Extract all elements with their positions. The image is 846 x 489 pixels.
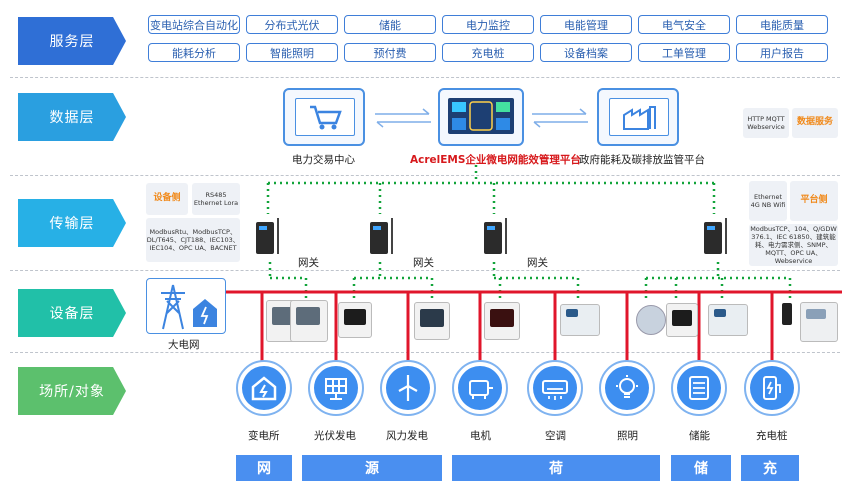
data-protocols: HTTP MQTT Webservice [743,108,789,138]
exchange-arrows-icon [375,108,431,128]
multifunction-meter-icon [484,302,520,340]
power-meter-icon [414,302,450,340]
scene-ac[interactable] [527,360,583,416]
battery-cabinet-icon [689,376,709,400]
scene-label: 空调 [545,430,566,442]
scene-label: 光伏发电 [314,430,356,442]
din-rail-meter-icon [560,304,600,336]
gateway-device-icon [484,218,507,254]
layer-separator [10,352,840,353]
gateway-device-icon [256,218,279,254]
service-item[interactable]: 电力监控 [442,15,534,34]
scene-label: 变电所 [248,430,280,442]
gateway-label: 网关 [298,257,319,269]
layer-tab-service: 服务层 [18,17,126,65]
solar-panel-icon [325,378,347,400]
service-item[interactable]: 能耗分析 [148,43,240,62]
service-item[interactable]: 分布式光伏 [246,15,338,34]
scene-label: 储能 [689,430,710,442]
grid-label: 大电网 [168,339,200,351]
power-bus [206,290,842,362]
service-item[interactable]: 电气安全 [638,15,730,34]
exchange-arrows-icon [532,108,588,128]
service-item[interactable]: 设备档案 [540,43,632,62]
category-charging: 充 [741,455,799,481]
layer-separator [10,77,840,78]
grid-box [146,278,226,334]
factory-icon [623,106,656,130]
scene-substation[interactable] [236,360,292,416]
smoke-sensor-icon [636,305,666,335]
scene-motor[interactable] [452,360,508,416]
light-bulb-icon [616,375,638,398]
house-bolt-icon [251,376,277,401]
gov-platform-label: 政府能耗及碳排放监管平台 [579,154,705,166]
category-grid: 网 [236,455,292,481]
scene-storage[interactable] [671,360,727,416]
din-rail-meter-icon [708,304,748,336]
gov-platform-monitor [597,88,679,146]
protection-relay-icon [290,300,328,342]
scene-solar[interactable] [308,360,364,416]
platform-side-tag: 平台侧 [790,181,838,221]
service-item[interactable]: 充电桩 [442,43,534,62]
platform-monitor [438,88,524,146]
layer-tab-data: 数据层 [18,93,126,141]
scene-lighting[interactable] [599,360,655,416]
scene-wind[interactable] [380,360,436,416]
wind-turbine-icon [398,375,418,401]
dashboard-icon [452,101,510,131]
device-protocols: ModbusRtu、ModbusTCP、DL/T645、CJT188、IEC10… [146,218,240,262]
power-meter-icon [666,303,698,337]
scene-label: 照明 [617,430,638,442]
air-conditioner-icon [542,380,568,400]
category-load: 荷 [452,455,660,481]
service-item[interactable]: 储能 [344,15,436,34]
scene-label: 充电桩 [756,430,788,442]
service-item[interactable]: 变电站综合自动化 [148,15,240,34]
layer-tab-transport: 传输层 [18,199,126,247]
gateway-device-icon [704,218,727,254]
platform-links: Ethernet 4G NB Wifi [749,181,787,221]
data-service-tag: 数据服务 [792,108,838,138]
category-storage: 储 [671,455,731,481]
layer-tab-device: 设备层 [18,289,126,337]
gateway-label: 网关 [527,257,548,269]
layer-tab-scene: 场所/对象 [18,367,126,415]
service-item[interactable]: 电能质量 [736,15,828,34]
service-item[interactable]: 工单管理 [638,43,730,62]
layer-separator [10,175,840,176]
motor-icon [469,380,493,399]
gateway-device-icon [370,218,393,254]
service-item[interactable]: 智能照明 [246,43,338,62]
device-side-tag: 设备侧 [146,183,188,215]
device-links: RS485 Ethernet Lora [192,183,240,215]
charger-icon [782,303,792,325]
platform-label: AcrelEMS企业微电网能效管理平台 [410,154,581,166]
power-meter-icon [338,302,372,338]
prepaid-meter-icon [800,302,838,342]
scene-label: 风力发电 [386,430,428,442]
service-item[interactable]: 预付费 [344,43,436,62]
charging-pile-icon [763,376,781,400]
layer-separator [10,270,840,271]
service-item[interactable]: 用户报告 [736,43,828,62]
platform-protocols: ModbusTCP、104、Q/GDW 376.1、IEC 61850、建筑能耗… [749,224,838,266]
scene-label: 电机 [470,430,491,442]
transmission-tower-icon [161,284,217,330]
shopping-cart-icon [310,105,342,130]
trading-center-monitor [283,88,365,146]
scene-charging[interactable] [744,360,800,416]
green-links [266,165,792,300]
gateway-label: 网关 [413,257,434,269]
service-item[interactable]: 电能管理 [540,15,632,34]
category-source: 源 [302,455,442,481]
trading-center-label: 电力交易中心 [292,154,355,166]
